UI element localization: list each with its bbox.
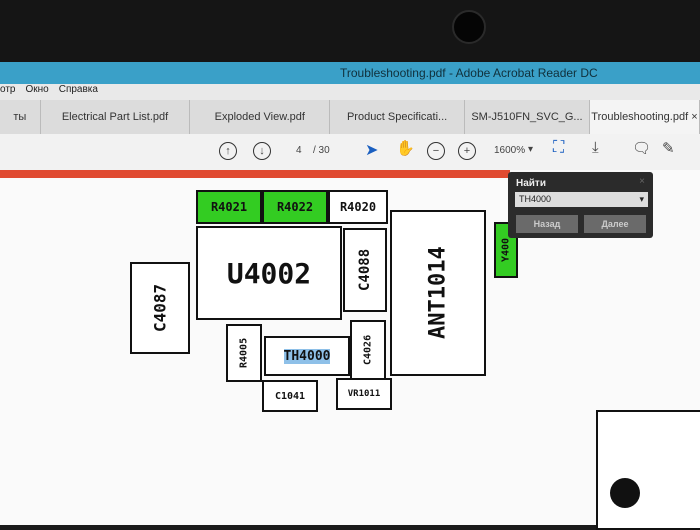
component-r4022: R4022 xyxy=(262,190,328,224)
find-title: Найти xyxy=(516,178,546,189)
component-r4020: R4020 xyxy=(328,190,388,224)
zoom-out-icon[interactable]: − xyxy=(427,142,445,160)
chevron-down-icon[interactable]: ▾ xyxy=(528,144,534,155)
select-cursor-icon[interactable]: ➤ xyxy=(365,142,379,159)
tab-tools[interactable]: ты xyxy=(0,100,41,134)
tab-product-spec[interactable]: Product Specificati... xyxy=(330,100,466,134)
prev-page-icon[interactable]: ↑ xyxy=(219,142,237,160)
zoom-in-icon[interactable]: + xyxy=(458,142,476,160)
close-tab-icon[interactable]: × xyxy=(691,111,698,123)
search-highlight: TH4000 xyxy=(283,348,331,364)
scroll-mode-icon[interactable]: ⤓ xyxy=(592,139,599,156)
component-ant1014: ANT1014 xyxy=(390,210,486,376)
find-input[interactable]: TH4000 ▾ xyxy=(515,192,648,207)
component-c1041: C1041 xyxy=(262,380,318,412)
comment-icon[interactable]: 🗨 xyxy=(632,140,652,157)
component-th4000: TH4000 xyxy=(264,336,350,376)
hand-tool-icon[interactable]: ✋ xyxy=(396,140,415,157)
webcam xyxy=(452,10,486,44)
title-bar: Troubleshooting.pdf - Adobe Acrobat Read… xyxy=(0,62,700,84)
component-r4021: R4021 xyxy=(196,190,262,224)
find-next-button[interactable]: Далее xyxy=(584,215,646,233)
chevron-down-icon[interactable]: ▾ xyxy=(639,194,644,204)
tab-exploded-view[interactable]: Exploded View.pdf xyxy=(190,100,331,134)
find-dialog: Найти × TH4000 ▾ Назад Далее xyxy=(508,172,653,238)
component-c4088: C4088 xyxy=(343,228,387,312)
tab-troubleshooting[interactable]: Troubleshooting.pdf × xyxy=(589,100,700,134)
page-number-input[interactable]: 4 xyxy=(296,145,302,156)
pen-icon[interactable]: ✎ xyxy=(662,140,675,157)
monitor-bezel xyxy=(0,0,700,62)
tab-electrical-part-list[interactable]: Electrical Part List.pdf xyxy=(41,100,191,134)
fit-page-icon[interactable]: ⛶ xyxy=(553,139,565,156)
component-r4005: R4005 xyxy=(226,324,262,382)
component-u4002: U4002 xyxy=(196,226,342,320)
next-page-icon[interactable]: ↓ xyxy=(253,142,271,160)
tab-bar: ты Electrical Part List.pdf Exploded Vie… xyxy=(0,100,700,134)
mounting-hole xyxy=(610,478,640,508)
component-c4026: C4026 xyxy=(350,320,386,380)
find-value: TH4000 xyxy=(519,194,552,204)
window-title: Troubleshooting.pdf - Adobe Acrobat Read… xyxy=(340,66,598,80)
tab-svc[interactable]: SM-J510FN_SVC_G... xyxy=(465,100,590,134)
component-c4087: C4087 xyxy=(130,262,190,354)
component-vr1011: VR1011 xyxy=(336,378,392,410)
close-icon[interactable]: × xyxy=(639,176,645,187)
toolbar: ↑ ↓ 4 / 30 ➤ ✋ − + 1600% ▾ ⛶ ⤓ 🗨 ✎ xyxy=(0,134,700,170)
zoom-level-select[interactable]: 1600% xyxy=(494,145,526,156)
board-outline xyxy=(0,170,510,178)
tab-label: Troubleshooting.pdf xyxy=(591,111,689,123)
menu-help[interactable]: Справка xyxy=(58,84,98,95)
find-previous-button[interactable]: Назад xyxy=(516,215,578,233)
menu-view[interactable]: отр xyxy=(0,84,16,95)
page-total: / 30 xyxy=(313,145,330,156)
menu-window[interactable]: Окно xyxy=(25,84,49,95)
component-outline xyxy=(596,410,700,530)
menu-bar: отр Окно Справка xyxy=(0,84,700,100)
